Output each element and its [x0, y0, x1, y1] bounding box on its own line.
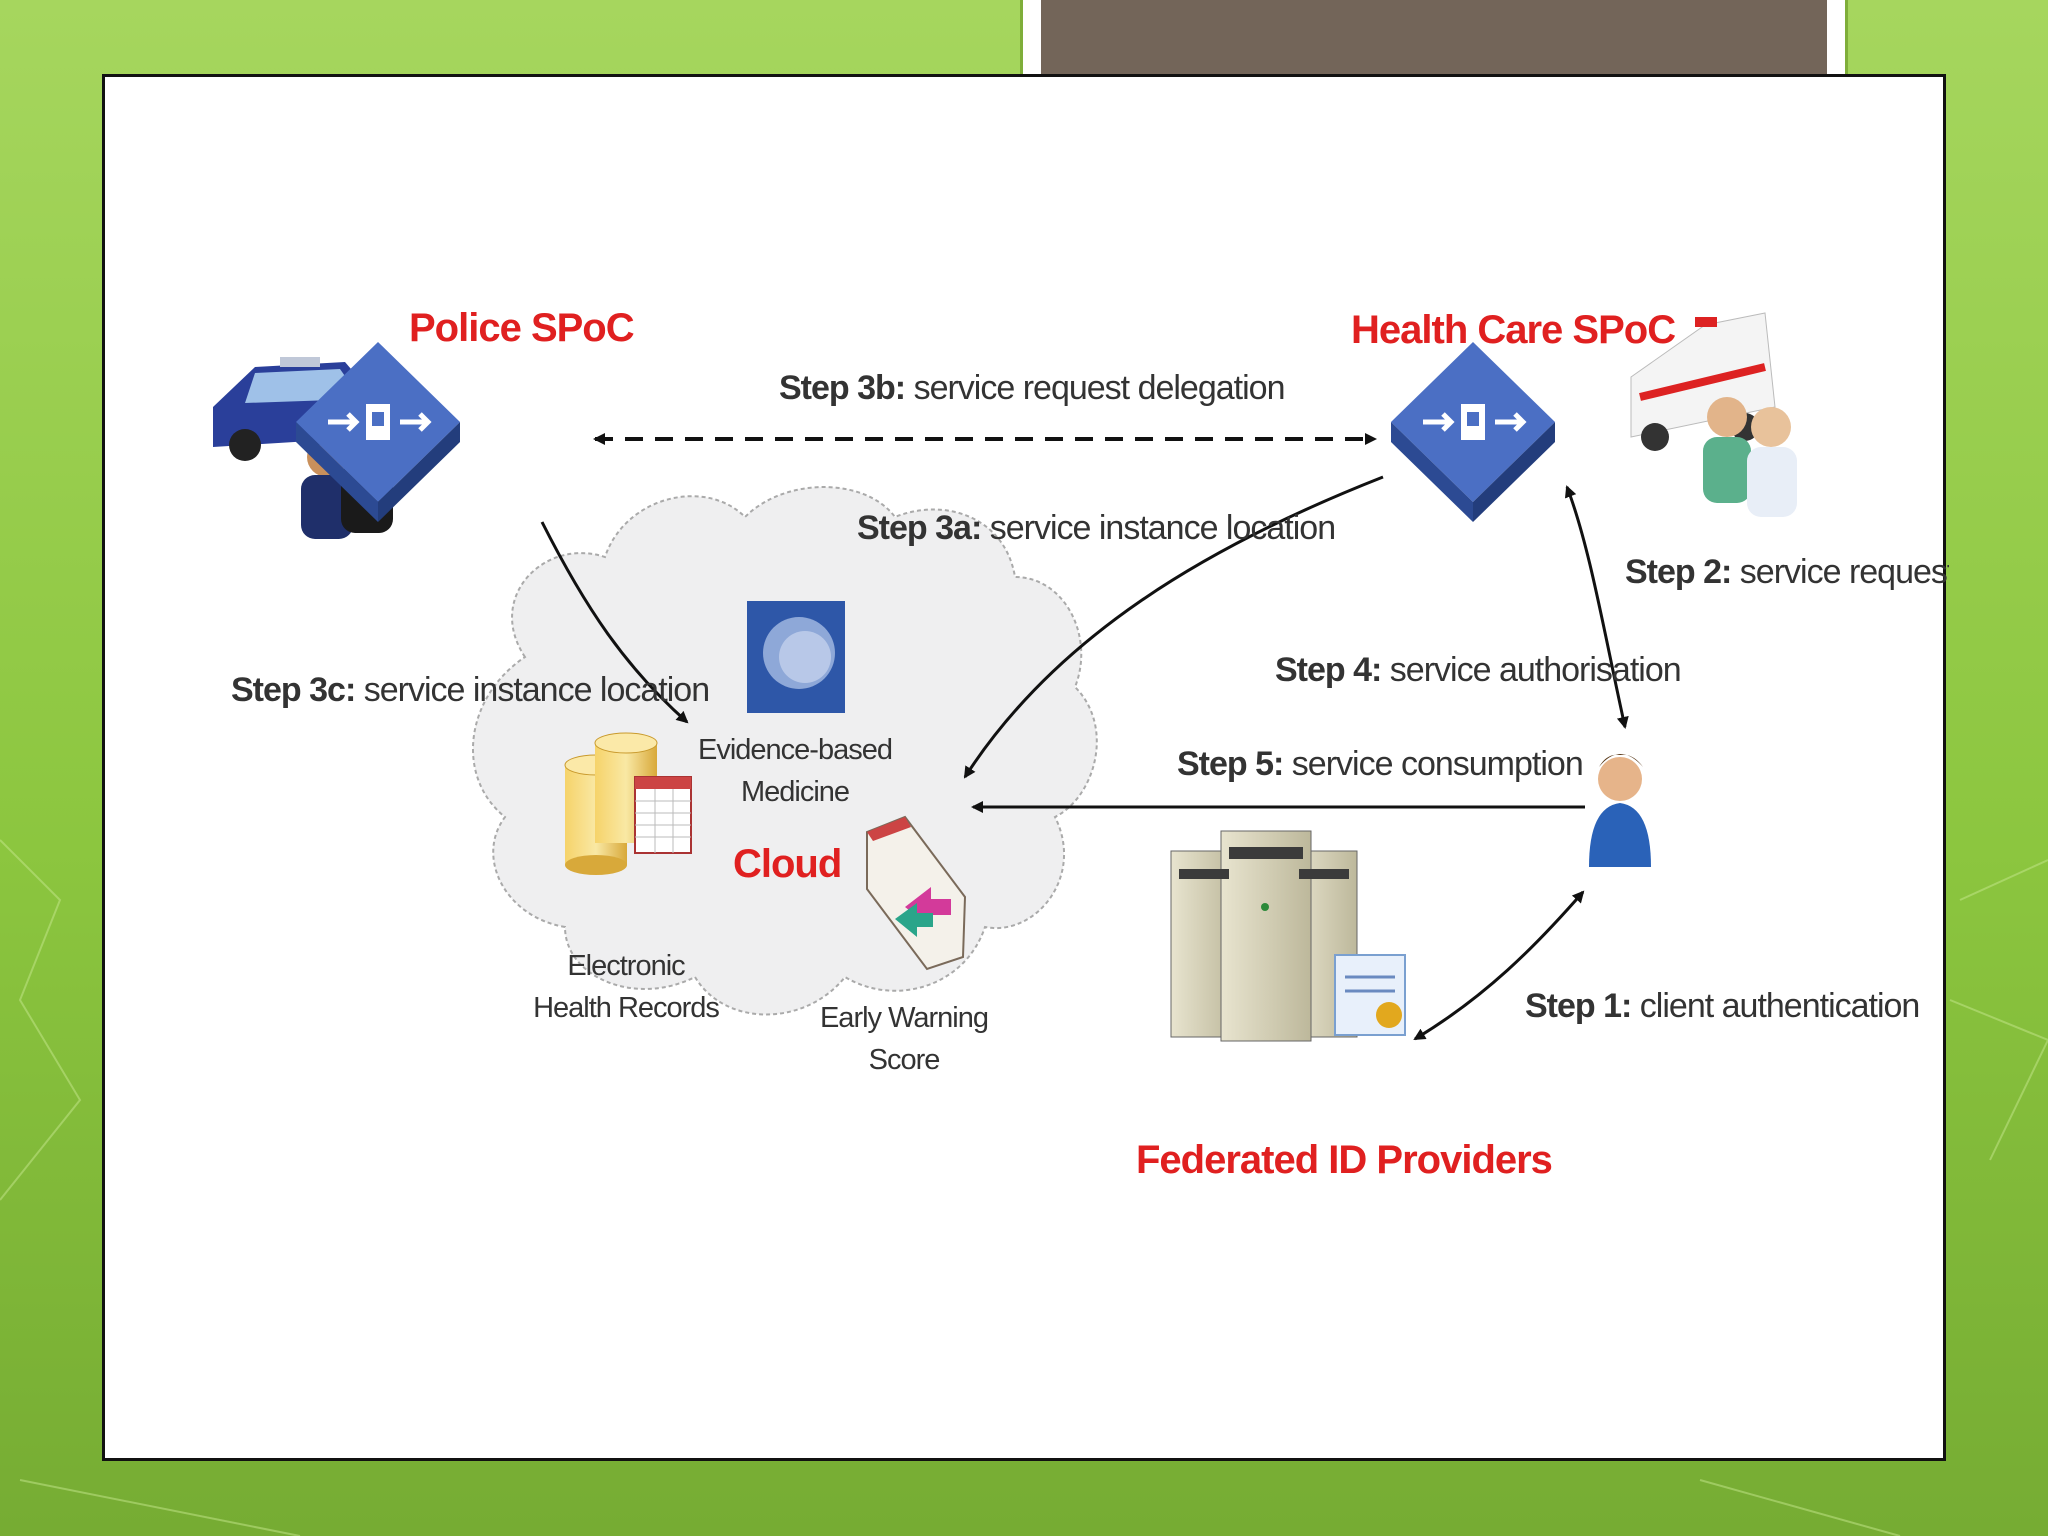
evidence-label-line1: Evidence-based	[698, 734, 892, 766]
police-spoc-label: Police SPoC	[409, 306, 634, 350]
certificate-icon	[1334, 954, 1406, 1036]
ews-label-line2: Score	[869, 1044, 940, 1076]
step-1-label: Step 1: client authentication	[1525, 987, 1919, 1025]
arrow-step-3c	[540, 521, 689, 724]
step-3c-label: Step 3c: service instance location	[231, 671, 709, 709]
step-5-label: Step 5: service consumption	[1177, 745, 1583, 783]
ehr-label-line2: Health Records	[533, 992, 719, 1024]
health-router-icon	[1391, 342, 1555, 522]
medical-staff-icon	[1703, 397, 1797, 517]
police-router-icon	[296, 342, 460, 522]
cloud-label: Cloud	[733, 842, 841, 886]
book-icon	[747, 601, 845, 713]
diagram-panel: Police SPoC Health Care SPoC Cloud Feder…	[102, 74, 1949, 1461]
step-2-label: Step 2: service request	[1625, 553, 1949, 591]
user-icon	[1589, 754, 1651, 867]
step-3a-label: Step 3a: service instance location	[857, 509, 1335, 547]
arrow-step-3a	[963, 475, 1384, 779]
ehr-label-line1: Electronic	[567, 950, 685, 982]
arrow-step-1	[1413, 890, 1585, 1041]
federated-id-label: Federated ID Providers	[1136, 1138, 1552, 1182]
database-icon	[564, 732, 658, 875]
server-icon	[1170, 830, 1358, 1042]
architecture-diagram: Police SPoC Health Care SPoC Cloud Feder…	[213, 306, 1949, 1182]
arrow-step-4	[1564, 485, 1629, 729]
chart-window-icon	[866, 815, 967, 971]
ews-label-line1: Early Warning	[820, 1002, 988, 1034]
spreadsheet-icon	[634, 776, 692, 854]
step-3b-label: Step 3b: service request delegation	[779, 369, 1284, 407]
step-4-label: Step 4: service authorisation	[1275, 651, 1681, 689]
evidence-label-line2: Medicine	[741, 776, 849, 808]
health-spoc-label: Health Care SPoC	[1351, 308, 1675, 352]
